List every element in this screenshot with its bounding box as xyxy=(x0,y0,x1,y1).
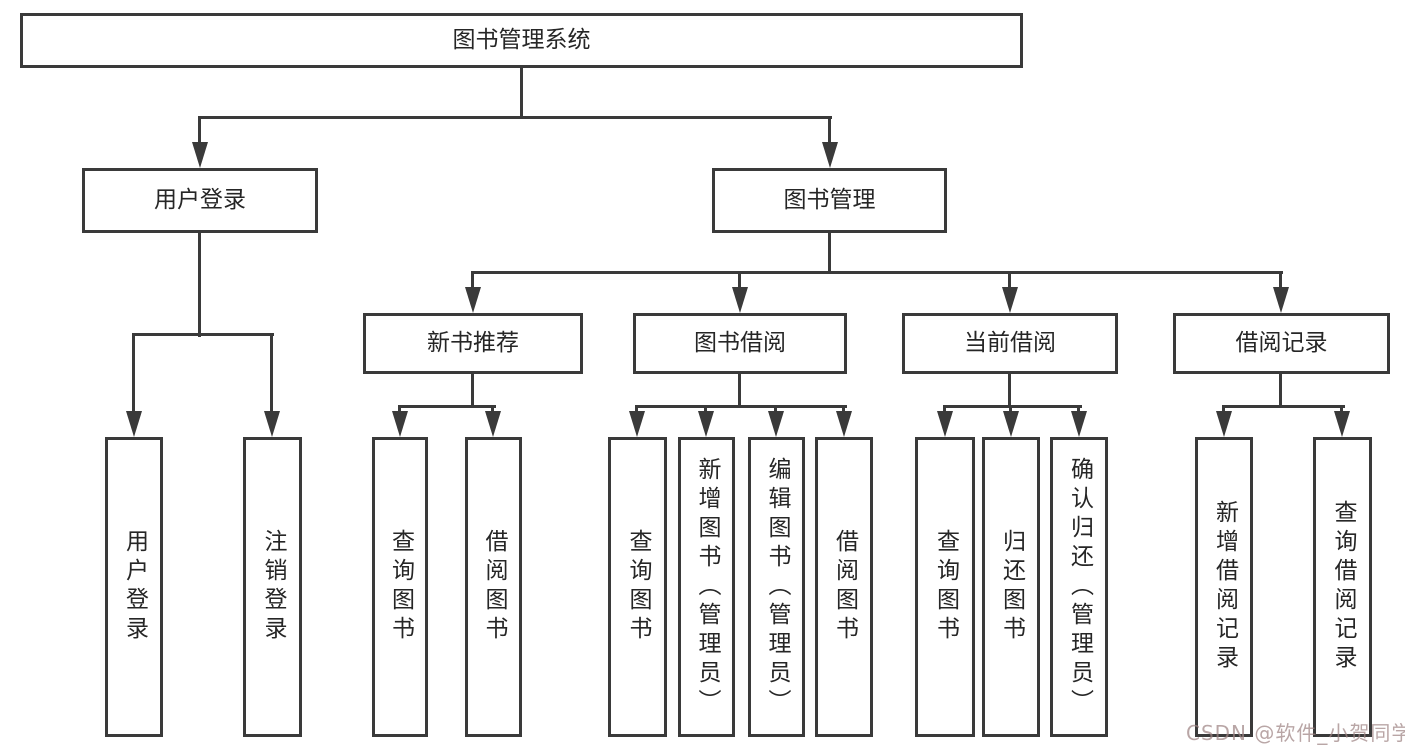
watermark-text: CSDN @软件_小贺同学 xyxy=(1186,721,1405,745)
connector-line xyxy=(1279,271,1282,291)
leaf-edit-book-admin: 编辑图书（管理员） xyxy=(748,437,805,737)
leaf-return-books: 归还图书 xyxy=(982,437,1040,737)
arrow-down-icon xyxy=(768,411,784,437)
connector-line xyxy=(132,333,135,415)
arrow-down-icon xyxy=(1003,411,1019,437)
connector-line xyxy=(635,405,847,408)
arrow-down-icon xyxy=(629,411,645,437)
connector-line xyxy=(943,405,1082,408)
connector-line xyxy=(828,116,831,146)
node-root: 图书管理系统 xyxy=(20,13,1023,68)
arrow-down-icon xyxy=(1216,411,1232,437)
node-book-borrow: 图书借阅 xyxy=(633,313,847,374)
connector-line xyxy=(1340,405,1343,415)
connector-line xyxy=(398,405,496,408)
connector-line xyxy=(1222,405,1225,415)
leaf-logout: 注销登录 xyxy=(243,437,302,737)
leaf-query-books-current: 查询图书 xyxy=(915,437,975,737)
connector-line xyxy=(738,271,741,291)
connector-line xyxy=(1009,405,1012,415)
arrow-down-icon xyxy=(1071,411,1087,437)
arrow-down-icon xyxy=(264,411,280,437)
connector-line xyxy=(842,405,845,415)
connector-line xyxy=(398,405,401,415)
arrow-down-icon xyxy=(732,287,748,313)
connector-line xyxy=(491,405,494,415)
connector-line xyxy=(738,373,741,407)
connector-line xyxy=(198,116,201,146)
node-current-borrow: 当前借阅 xyxy=(902,313,1118,374)
connector-line xyxy=(520,68,523,118)
leaf-query-books-borrow: 查询图书 xyxy=(608,437,667,737)
node-new-book-recommend: 新书推荐 xyxy=(363,313,583,374)
connector-line xyxy=(704,405,707,415)
node-user-login: 用户登录 xyxy=(82,168,318,233)
connector-line xyxy=(1077,405,1080,415)
arrow-down-icon xyxy=(1002,287,1018,313)
arrow-down-icon xyxy=(126,411,142,437)
arrow-down-icon xyxy=(192,142,208,168)
node-borrow-records: 借阅记录 xyxy=(1173,313,1390,374)
leaf-confirm-return-admin: 确认归还（管理员） xyxy=(1050,437,1108,737)
leaf-borrow-books: 借阅图书 xyxy=(815,437,873,737)
connector-line xyxy=(1279,373,1282,407)
connector-line xyxy=(1008,373,1011,407)
connector-line xyxy=(471,271,474,291)
arrow-down-icon xyxy=(822,142,838,168)
leaf-query-books-recommend: 查询图书 xyxy=(372,437,428,737)
connector-line xyxy=(471,271,1283,274)
arrow-down-icon xyxy=(1273,287,1289,313)
connector-line xyxy=(943,405,946,415)
connector-line xyxy=(132,333,274,336)
connector-line xyxy=(270,333,273,415)
arrow-down-icon xyxy=(836,411,852,437)
connector-line xyxy=(1222,405,1345,408)
connector-line xyxy=(774,405,777,415)
connector-line xyxy=(635,405,638,415)
arrow-down-icon xyxy=(1334,411,1350,437)
arrow-down-icon xyxy=(392,411,408,437)
connector-line xyxy=(471,373,474,407)
arrow-down-icon xyxy=(485,411,501,437)
arrow-down-icon xyxy=(465,287,481,313)
leaf-add-borrow-record: 新增借阅记录 xyxy=(1195,437,1253,737)
leaf-borrow-books-recommend: 借阅图书 xyxy=(465,437,522,737)
leaf-user-login: 用户登录 xyxy=(105,437,163,737)
connector-line xyxy=(828,232,831,273)
arrow-down-icon xyxy=(698,411,714,437)
leaf-query-borrow-record: 查询借阅记录 xyxy=(1313,437,1372,737)
arrow-down-icon xyxy=(937,411,953,437)
connector-line xyxy=(1008,271,1011,291)
connector-line xyxy=(198,116,832,119)
leaf-add-book-admin: 新增图书（管理员） xyxy=(678,437,735,737)
connector-line xyxy=(198,233,201,337)
node-book-management: 图书管理 xyxy=(712,168,947,233)
